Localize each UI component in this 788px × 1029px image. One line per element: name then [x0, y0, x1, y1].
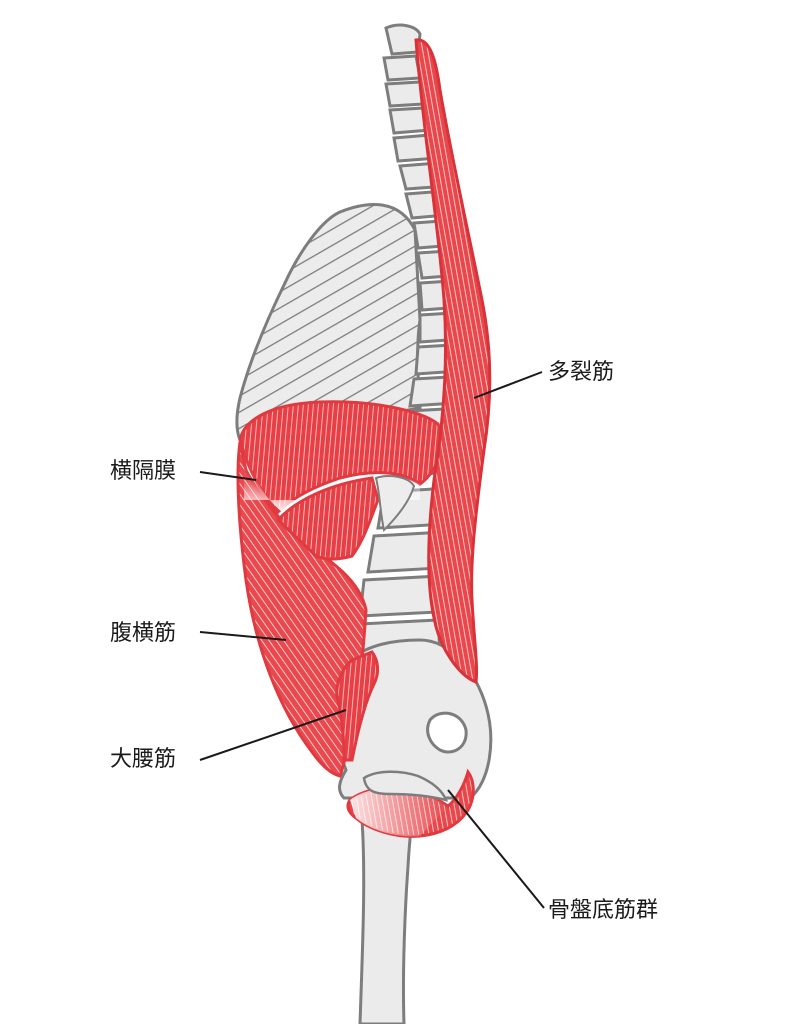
- label-diaphragm: 横隔膜: [110, 459, 177, 484]
- pelvic-floor-muscles: [346, 768, 475, 838]
- femur-bone: [358, 813, 414, 1026]
- rib-cage: [235, 203, 422, 442]
- psoas-major-muscle: [335, 650, 380, 762]
- label-pelvic-floor: 骨盤底筋群: [548, 898, 659, 923]
- leader-transversus: [199, 631, 287, 641]
- leader-pelvic-floor: [447, 789, 545, 909]
- leader-diaphragm: [199, 471, 257, 481]
- obturator-foramen: [426, 711, 468, 754]
- label-multifidus: 多裂筋: [548, 360, 615, 385]
- label-psoas-major: 大腰筋: [110, 747, 177, 772]
- leader-psoas: [199, 709, 347, 761]
- leader-multifidus: [473, 371, 543, 399]
- leader-lines: [199, 371, 545, 909]
- multifidus-muscle: [414, 38, 492, 685]
- diaphragm-muscle: [238, 400, 443, 515]
- label-transversus-abdominis: 腹横筋: [110, 621, 177, 646]
- diaphragm-crus: [275, 476, 380, 561]
